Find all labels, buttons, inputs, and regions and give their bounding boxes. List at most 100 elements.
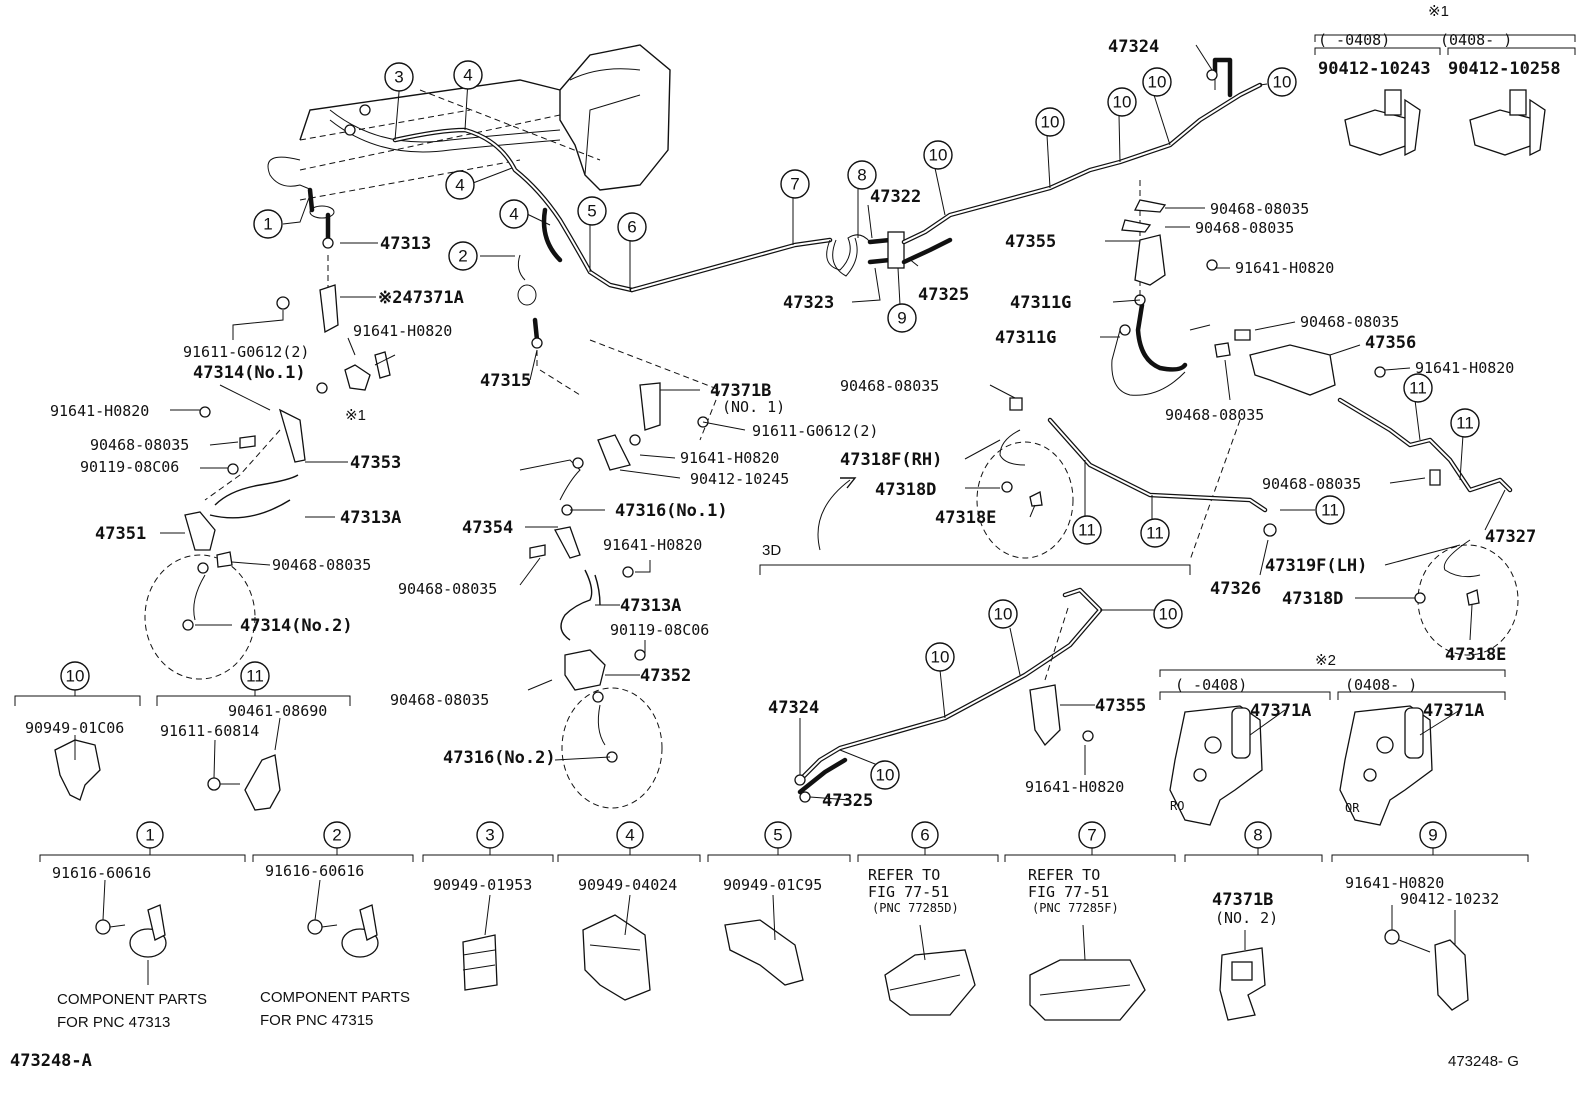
figure-id: 473248-A [10, 1051, 92, 1071]
svg-text:4: 4 [625, 826, 634, 845]
callout-8: 8 [847, 160, 877, 190]
callout-6-box: 6 [911, 821, 939, 849]
label-47371B-b-sub: (NO. 2) [1215, 909, 1278, 927]
label-47325-b: 47325 [822, 791, 873, 811]
label-91616-60616-b: 91616-60616 [265, 862, 364, 880]
left-brake-pipe [267, 156, 335, 290]
svg-text:4: 4 [455, 176, 464, 195]
label-90468-08035-d: 90468-08035 [390, 691, 489, 709]
label-90468-08035-h: 90468-08035 [1165, 406, 1264, 424]
callout-10e: 10 [1267, 67, 1297, 97]
label-47311G-a: 47311G [1010, 293, 1071, 313]
svg-text:11: 11 [1078, 521, 1096, 540]
label-91641-H0820-b: 91641-H0820 [50, 402, 149, 420]
label-90949-04024: 90949-04024 [578, 876, 677, 894]
svg-text:6: 6 [627, 218, 636, 237]
label-ref7-2: FIG 77-51 [1028, 883, 1109, 901]
callout-9-box: 9 [1419, 821, 1447, 849]
rear-hose-lines [999, 180, 1513, 578]
callout-10g: 10 [1153, 599, 1183, 629]
label-47324-b: 47324 [768, 698, 819, 718]
label-range-a: ( -0408) [1318, 31, 1390, 49]
label-91641-H0820-e: 91641-H0820 [1235, 259, 1334, 277]
label-ref6-3: (PNC 77285D) [872, 901, 959, 915]
label-47314-no2: 47314(No.2) [240, 616, 353, 636]
label-90468-08035-i: 90468-08035 [840, 377, 939, 395]
callout-10-box: 10 [60, 661, 90, 691]
label-47371A-b: 47371A [1423, 701, 1484, 721]
label-47314-no1: 47314(No.1) [193, 363, 306, 383]
callout-10h: 10 [925, 642, 955, 672]
label-90949-01C95: 90949-01C95 [723, 876, 822, 894]
svg-text:2: 2 [332, 826, 341, 845]
label-47353: 47353 [350, 453, 401, 473]
label-47355-a: 47355 [1005, 232, 1056, 252]
label-range-d: (0408- ) [1345, 676, 1417, 694]
svg-text:4: 4 [509, 205, 518, 224]
label-OR: OR [1345, 801, 1360, 815]
svg-text:11: 11 [246, 667, 264, 686]
label-47351: 47351 [95, 524, 146, 544]
label-47313A-b: 47313A [620, 596, 681, 616]
callout-2: 2 [448, 241, 478, 271]
label-91611-G0612-a: 91611-G0612(2) [183, 343, 309, 361]
center-hardware [519, 339, 721, 763]
part-labels: 47313 ※247371A 91641-H0820 91611-G0612(2… [10, 3, 1561, 1071]
callout-circles: 1 3 4 4 4 2 5 6 7 8 9 10 10 10 10 10 11 … [60, 60, 1480, 849]
label-range-c: ( -0408) [1175, 676, 1247, 694]
svg-text:11: 11 [1456, 414, 1474, 433]
label-91641-H0820-f: 91641-H0820 [1415, 359, 1514, 377]
label-90468-08035-b: 90468-08035 [272, 556, 371, 574]
label-47322: 47322 [870, 187, 921, 207]
svg-text:10: 10 [1148, 73, 1167, 92]
callout-7-box: 7 [1078, 821, 1106, 849]
label-90468-08035-j: 90468-08035 [1262, 475, 1361, 493]
middle-brake-pipe [392, 127, 635, 370]
label-ref6-2: FIG 77-51 [868, 883, 949, 901]
label-90468-08035-c: 90468-08035 [398, 580, 497, 598]
label-47318E-b: 47318E [1445, 645, 1506, 665]
label-47318E-a: 47318E [935, 508, 996, 528]
label-47311G-b: 47311G [995, 328, 1056, 348]
label-90461-08690: 90461-08690 [228, 702, 327, 720]
label-90119-08C06-a: 90119-08C06 [80, 458, 179, 476]
label-ref6-1: REFER TO [868, 866, 940, 884]
label-47318F-RH: 47318F(RH) [840, 450, 942, 470]
callout-10i: 10 [870, 760, 900, 790]
callout-11a: 11 [1403, 373, 1433, 403]
svg-text:11: 11 [1321, 501, 1339, 520]
label-90412-10245: 90412-10245 [690, 470, 789, 488]
label-47318D-a: 47318D [875, 480, 936, 500]
svg-text:7: 7 [1087, 826, 1096, 845]
label-91616-60616-a: 91616-60616 [52, 864, 151, 882]
main-brake-pipe [629, 57, 1263, 293]
svg-text:7: 7 [790, 175, 799, 194]
callout-4c: 4 [499, 199, 529, 229]
svg-text:10: 10 [1159, 605, 1178, 624]
svg-text:5: 5 [587, 202, 596, 221]
callout-5: 5 [577, 196, 607, 226]
svg-text:5: 5 [773, 826, 782, 845]
label-47313: 47313 [380, 234, 431, 254]
callout-6: 6 [617, 212, 647, 242]
svg-text:10: 10 [1113, 93, 1132, 112]
label-47352: 47352 [640, 666, 691, 686]
label-47316-no2: 47316(No.2) [443, 748, 556, 768]
callout-10c: 10 [1107, 87, 1137, 117]
svg-text:9: 9 [897, 309, 906, 328]
svg-text:2: 2 [458, 247, 467, 266]
label-ref7-3: (PNC 77285F) [1032, 901, 1119, 915]
svg-text:9: 9 [1428, 826, 1437, 845]
svg-text:11: 11 [1409, 379, 1427, 398]
label-47319F-LH: 47319F(LH) [1265, 556, 1367, 576]
label-90412-10258: 90412-10258 [1448, 59, 1561, 79]
label-47371B-a: 47371B [710, 381, 771, 401]
label-90468-08035-f: 90468-08035 [1195, 219, 1294, 237]
callout-10b: 10 [1035, 107, 1065, 137]
callout-5-box: 5 [764, 821, 792, 849]
front-left-hardware [182, 284, 391, 631]
label-range-b: (0408- ) [1440, 31, 1512, 49]
svg-text:8: 8 [1253, 826, 1262, 845]
label-component-b1: COMPONENT PARTS [260, 989, 410, 1006]
